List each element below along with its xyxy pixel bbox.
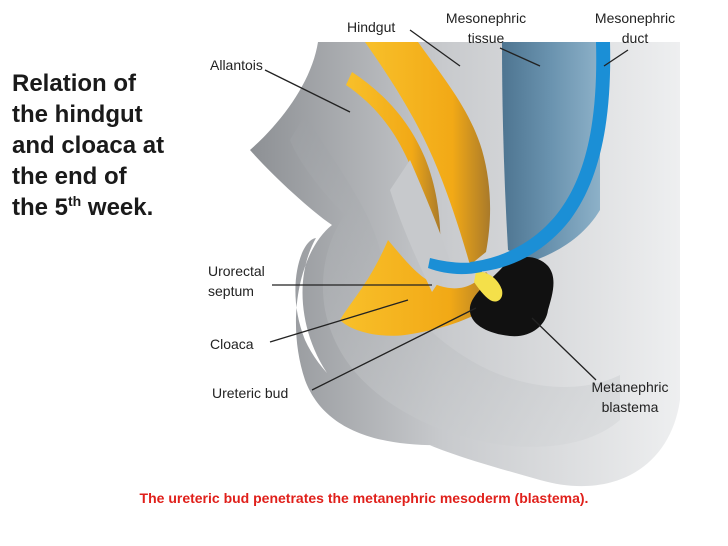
- slide-caption: The ureteric bud penetrates the metaneph…: [139, 490, 589, 506]
- pointer-allantois: [264, 69, 351, 113]
- label-mesonephric-tissue-1: Mesonephric: [446, 10, 526, 26]
- metanephric-blastema-shape: [469, 256, 554, 337]
- pointer-ureteric-bud: [311, 307, 477, 391]
- pointer-mesonephric-duct: [603, 49, 629, 67]
- title-line-5: the 5th week.: [12, 192, 212, 223]
- label-mesonephric-duct-1: Mesonephric: [595, 10, 675, 26]
- title-line-3: and cloaca at: [12, 132, 165, 159]
- pointer-mesonephric-tissue: [499, 47, 541, 67]
- ureteric-bud-shape: [474, 271, 503, 302]
- hindgut-shape: [365, 42, 491, 265]
- pointer-metanephric-blastema: [531, 317, 597, 381]
- label-mesonephric-duct-2: duct: [622, 30, 649, 46]
- label-urorectal-septum-2: septum: [208, 283, 254, 299]
- label-allantois: Allantois: [210, 57, 263, 73]
- mesonephric-duct-lower: [428, 258, 482, 275]
- label-metanephric-blastema-1: Metanephric: [591, 379, 668, 395]
- label-hindgut: Hindgut: [347, 19, 395, 35]
- label-metanephric-blastema-2: blastema: [602, 399, 659, 415]
- label-urorectal-septum-1: Urorectal: [208, 263, 265, 279]
- label-cloaca: Cloaca: [210, 336, 254, 352]
- cloaca-shape: [340, 240, 497, 336]
- embryo-inner-shade: [290, 115, 620, 447]
- title-line-2: the hindgut: [12, 101, 143, 128]
- slide-title: Relation of the hindgut and cloaca at th…: [12, 68, 212, 223]
- pointer-hindgut: [409, 29, 461, 67]
- diagram-labels: Hindgut Mesonephric tissue Mesonephric d…: [208, 10, 675, 415]
- title-superscript: th: [68, 193, 82, 209]
- title-line-5-pre: the 5: [12, 194, 69, 221]
- title-line-5-post: week.: [81, 194, 154, 221]
- label-ureteric-bud: Ureteric bud: [212, 385, 288, 401]
- pointer-lines: [264, 29, 629, 391]
- title-line-1: Relation of: [12, 70, 136, 97]
- urorectal-septum-shape: [390, 160, 450, 292]
- label-mesonephric-tissue-2: tissue: [468, 30, 505, 46]
- pointer-cloaca: [269, 299, 409, 343]
- title-line-4: the end of: [12, 163, 127, 190]
